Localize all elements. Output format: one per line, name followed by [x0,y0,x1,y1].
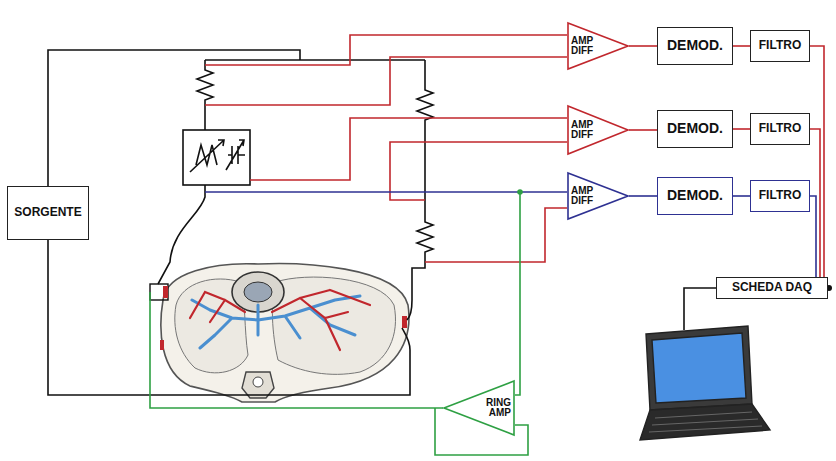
green-ring-wires [150,190,528,455]
signal-wire [810,196,816,277]
node-label: AMP DIFF [571,186,599,207]
node-label: AMP DIFF [571,36,599,57]
red-sense-wires [205,57,567,105]
black-wires [183,130,250,185]
node-label: RING AMP [481,398,511,419]
spine [242,372,274,398]
blue-vessels [192,300,258,348]
green-ring-wires [518,190,522,194]
electrodes [150,284,407,350]
demodulator-box: DEMOD. [657,177,733,215]
signal-wire [810,129,820,277]
red-sense-wires [425,208,567,262]
black-wires [48,240,410,395]
signal-wire [733,195,750,197]
node-label: DEMOD. [667,188,723,203]
black-wires [48,50,300,186]
laptop-lid [646,326,752,410]
electrode [160,340,164,350]
red-sense-wires [205,35,567,65]
daq-board: SCHEDA DAQ [716,277,828,299]
black-wires [205,59,425,61]
spinal-canal [253,377,263,387]
node-label: FILTRO [759,189,801,202]
red-vessels [190,292,245,322]
node-label: SORGENTE [14,206,81,219]
black-wires [190,140,224,172]
blue-sense-wire [205,191,567,193]
black-wires [684,288,716,330]
electrode [150,284,168,300]
green-ring-wires [515,192,520,395]
ring-amplifier: RING AMP [443,380,515,436]
red-sense-wires [205,35,567,262]
signal-wire [810,46,824,277]
black-wires [226,140,245,170]
demodulator-box: DEMOD. [657,27,733,65]
triangle-outline [568,106,628,154]
node-label: AMP DIFF [571,120,599,141]
laptop-screen [652,333,746,403]
black-wires [197,60,213,130]
laptop-keys [649,412,762,432]
red-sense-wires [250,118,567,180]
black-wires [158,185,205,284]
electrode [402,316,407,328]
electrode [163,286,168,298]
green-ring-wires [150,292,443,408]
node-label: DEMOD. [667,121,723,136]
node-label: DEMOD. [667,38,723,53]
triangle-outline [568,23,628,69]
black-wires [407,60,433,320]
laptop-base [640,404,770,440]
demodulator-box: DEMOD. [657,110,733,148]
node-label: SCHEDA DAQ [732,281,812,294]
diff-amplifier: AMP DIFF [567,22,629,70]
thorax-section [161,264,409,402]
triangle-outline [568,173,628,219]
blue-sense-wire [205,191,567,193]
triangle-outline [444,381,514,435]
diff-amplifier: AMP DIFF [567,105,629,155]
signal-wire [629,45,657,47]
heart-inner [244,282,272,302]
red-vessels [190,290,370,350]
node-label: FILTRO [759,122,801,135]
node-label: FILTRO [759,39,801,52]
black-wires [48,50,716,395]
body-outline [161,264,409,402]
signal-wire [733,128,750,130]
laptop [640,326,770,440]
signal-wire [733,45,750,47]
signal-wire [629,195,657,197]
blue-vessels [258,296,360,338]
diff-amplifier: AMP DIFF [567,172,629,220]
filter-box: FILTRO [750,113,810,145]
signal-wire [629,129,657,131]
filter-box: FILTRO [750,180,810,212]
source-box: SORGENTE [7,186,89,240]
filter-box: FILTRO [750,30,810,62]
red-vessels [272,290,370,350]
